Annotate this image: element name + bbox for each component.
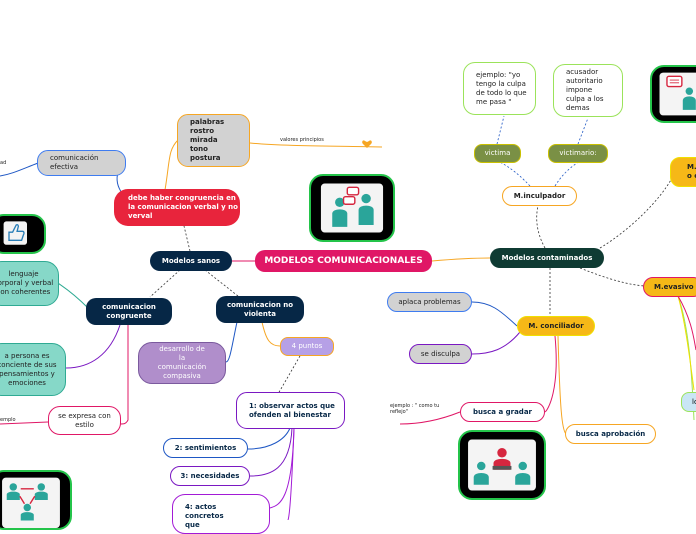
- palabras-item: rostro: [190, 127, 215, 135]
- people-network-icon[interactable]: [0, 470, 72, 530]
- connector-lines: [0, 115, 696, 520]
- congruencia-node[interactable]: debe haber congruencia en la comunicacio…: [114, 189, 240, 226]
- palabras-item: tono: [190, 145, 208, 153]
- m-inculpador-node[interactable]: M.inculpador: [502, 186, 577, 206]
- heart-icon: [362, 135, 372, 148]
- palabras-item: postura: [190, 154, 221, 162]
- acusador-node[interactable]: acusador autoritario impone culpa a los …: [553, 64, 623, 117]
- valores-text[interactable]: valores principios: [280, 137, 324, 143]
- cuatro-puntos-node[interactable]: 4 puntos: [280, 337, 334, 356]
- persona-node[interactable]: a persona es conciente de sus pensamient…: [0, 343, 66, 396]
- ejemplo-espejo-text[interactable]: ejemplo : " como tu reflejo": [390, 403, 440, 415]
- comunicacion-congruente-node[interactable]: comunicacion congruente: [86, 298, 172, 325]
- ejemplo-victima-node[interactable]: ejemplo: "yo tengo la culpa de todo lo q…: [463, 62, 536, 115]
- busca-aprobacion-node[interactable]: busca aprobación: [565, 424, 656, 444]
- central-topic[interactable]: MODELOS COMUNICACIONALES: [255, 250, 432, 272]
- thumbs-up-icon[interactable]: [0, 214, 46, 254]
- se-expresa-node[interactable]: se expresa con estilo: [48, 406, 121, 435]
- comunicacion-no-violenta-node[interactable]: comunicacion no violenta: [216, 296, 304, 323]
- m-evasivo-node[interactable]: M.evasivo: [643, 277, 696, 297]
- busca-agradar-node[interactable]: busca a gradar: [460, 402, 545, 422]
- se-disculpa-node[interactable]: se disculpa: [409, 344, 472, 364]
- punto-3-node[interactable]: 3: necesidades: [170, 466, 250, 486]
- lenguaje-node[interactable]: lenguaje corporal y verbal son coherente…: [0, 261, 59, 306]
- aplaca-problemas-node[interactable]: aplaca problemas: [387, 292, 472, 312]
- two-people-chat-icon[interactable]: [650, 65, 696, 123]
- palabras-node[interactable]: palabras rostro mirada tono postura: [177, 114, 250, 167]
- palabras-item: palabras: [190, 118, 225, 126]
- m-cut-node[interactable]: M. o c: [670, 157, 696, 187]
- modelos-sanos-node[interactable]: Modelos sanos: [150, 251, 232, 271]
- victima-node[interactable]: victima: [474, 144, 521, 163]
- punto-2-node[interactable]: 2: sentimientos: [163, 438, 248, 458]
- m-conciliador-node[interactable]: M. conciliador: [517, 316, 595, 336]
- desarrollo-node[interactable]: desarrollo de la comunicación compasiva: [138, 342, 226, 384]
- two-people-talking-icon[interactable]: [309, 174, 395, 242]
- cut-off-text: ad: [0, 160, 7, 166]
- punto-1-node[interactable]: 1: observar actos que ofenden al bienest…: [236, 392, 345, 429]
- evasivo-child-node[interactable]: lo: [681, 392, 696, 412]
- palabras-item: mirada: [190, 136, 218, 144]
- group-meeting-icon[interactable]: [458, 430, 546, 500]
- ejemplo-text: emplo: [0, 417, 16, 423]
- modelos-contaminados-node[interactable]: Modelos contaminados: [490, 248, 604, 268]
- victimario-node[interactable]: victimario:: [548, 144, 608, 163]
- comunicacion-efectiva-node[interactable]: comunicación efectiva: [37, 150, 126, 176]
- punto-4-node[interactable]: 4: actos concretos que: [172, 494, 270, 534]
